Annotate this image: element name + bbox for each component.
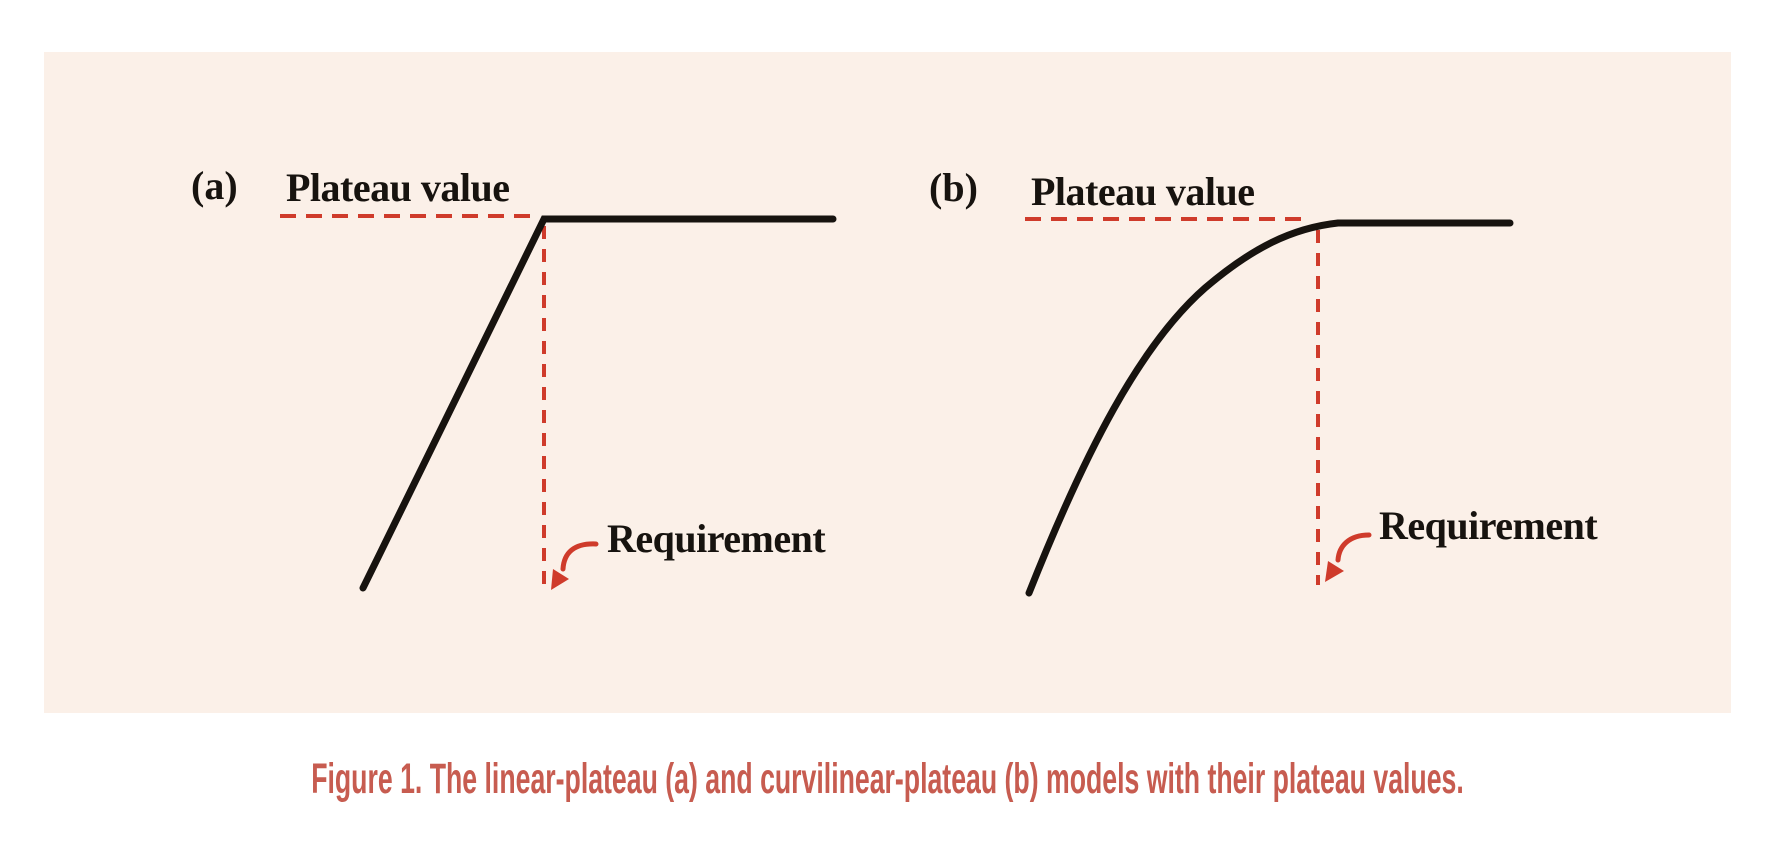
- caption-row: Figure 1. The linear-plateau (a) and cur…: [44, 755, 1731, 804]
- panel-b-plateau-label: Plateau value: [1031, 169, 1255, 214]
- panel-a-plateau-label: Plateau value: [286, 165, 510, 210]
- panel-b-letter: (b): [929, 165, 978, 210]
- figure-background-panel: [44, 52, 1731, 713]
- panel-a-letter: (a): [191, 163, 238, 208]
- panel-a-requirement-label: Requirement: [607, 516, 826, 561]
- panel-b-requirement-label: Requirement: [1379, 503, 1598, 548]
- figure-caption: Figure 1. The linear-plateau (a) and cur…: [311, 755, 1464, 803]
